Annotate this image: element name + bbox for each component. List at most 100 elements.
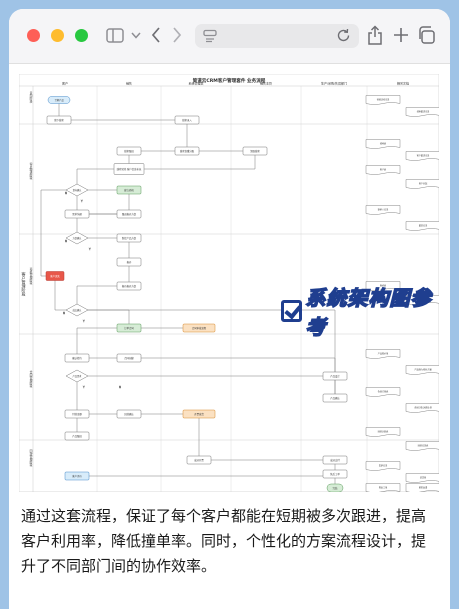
reload-button[interactable] <box>336 28 351 47</box>
document-label: 发票记录 <box>379 464 387 468</box>
edge-label-no: N <box>63 311 65 315</box>
lane-header: 客户 <box>62 81 68 86</box>
plus-icon <box>394 28 408 42</box>
section-label: 意向阶段 <box>29 91 33 103</box>
address-bar[interactable] <box>195 24 359 48</box>
flowchart-svg: 简道云CRM客户管理套件 业务流程 客户销售系统管理员销售主管生产/采购/售后部… <box>18 73 441 493</box>
flow-node-label: 成功交付 <box>330 458 340 462</box>
document-label: 产品报价/报价方案 <box>414 368 432 372</box>
flow-node-product-plan: 制定产品方案 <box>116 233 142 243</box>
chevron-right-icon <box>173 27 182 43</box>
flow-node-label: 开票发货 <box>194 412 204 416</box>
tab-overview-button[interactable] <box>416 23 436 47</box>
document-item: 营销活动记录 <box>365 95 401 105</box>
document-label: 线索表 <box>380 142 386 146</box>
flow-node-lead-receive: 领取线索 <box>242 146 268 156</box>
tabs-icon <box>419 26 435 44</box>
section-label: 商机管理阶段 <box>29 267 33 285</box>
flow-node-product-demand: 产品需求 <box>65 369 89 383</box>
flow-node-lead-entry: 线索录入 <box>174 115 200 125</box>
flow-node-need-confirm: 需求沟通 <box>64 209 90 219</box>
flow-node-contract-approve: 合同审批流程 <box>182 323 216 333</box>
back-button[interactable] <box>148 23 164 47</box>
document-label: 客户跟进记录 <box>417 154 429 158</box>
lane-header: 系统管理员 <box>188 81 203 86</box>
flow-node-payment-notice: 付款金额 <box>64 409 90 419</box>
document-label: 客户分配 <box>419 182 427 186</box>
flow-node-label: 线索跟进 <box>124 149 134 153</box>
flow-node-label: 建立商机 <box>124 188 134 192</box>
flow-node-label: 成功开票 <box>194 458 204 462</box>
edge-label-yes: Y <box>83 385 85 389</box>
flow-node-label: 客户流失 <box>50 274 60 278</box>
document-label: 回款记录表 <box>418 444 428 448</box>
post-caption: 通过这套流程，保证了每个客户都能在短期被多次跟进，提高客户利用率，降低撞单率。同… <box>21 507 427 575</box>
close-window-button[interactable] <box>27 29 40 42</box>
document-label: 售后工单 <box>379 486 387 490</box>
flow-node-label: 线索查重分配 <box>180 149 195 153</box>
document-item: 客户跟进记录 <box>405 151 441 161</box>
minimize-window-button[interactable] <box>51 29 64 42</box>
flow-connector <box>76 285 129 310</box>
chevron-down-icon <box>131 32 141 39</box>
document-label: 客户表 <box>380 168 386 172</box>
flow-node-label: 报价 <box>127 260 132 264</box>
document-item: 联系人记录 <box>365 205 401 215</box>
document-label: 竞争对手 <box>419 298 427 302</box>
document-item: 合同订单-回款计划 <box>405 403 441 413</box>
tab-dropdown-button[interactable] <box>130 23 142 47</box>
browser-window: 简道云CRM客户管理套件 业务流程 客户销售系统管理员销售主管生产/采购/售后部… <box>9 9 450 609</box>
share-icon <box>368 25 382 45</box>
flow-node-label: 需求沟通 <box>72 212 82 216</box>
new-tab-button[interactable] <box>392 23 410 47</box>
flow-node-label: 产品设计 <box>330 374 340 378</box>
document-item: 服务反馈 <box>405 483 441 493</box>
flow-node-leave-info: 留下线索 <box>46 115 72 125</box>
lane-header: 相关文档 <box>397 81 409 86</box>
flow-node-deal-confirm: 成交确认 <box>65 303 89 317</box>
flow-node-intent-confirm: 意向确认 <box>65 183 89 197</box>
document-label: 联系人记录 <box>378 208 388 212</box>
sidebar-toggle-button[interactable] <box>104 23 126 47</box>
zoom-window-button[interactable] <box>75 29 88 42</box>
document-label: 营销活动记录 <box>377 98 389 102</box>
flow-node-label: 领取线索 <box>250 149 260 153</box>
section-label: 客户跟进阶段 <box>29 162 33 180</box>
edge-label-yes: Y <box>81 199 83 203</box>
edge-label-no: N <box>65 191 67 195</box>
edge-label-yes: Y <box>89 247 91 251</box>
flow-node-label: 意向确认 <box>73 188 83 192</box>
diagram-title: 简道云CRM客户管理套件 业务流程 <box>193 77 266 84</box>
flow-node-label: 回款确认 <box>124 412 134 416</box>
document-label: 合同订单表 <box>378 390 388 394</box>
flow-node-label: 客户评价 <box>72 474 82 478</box>
flow-node-opportunity-plan: 跟进报价方案 <box>116 209 142 219</box>
flow-node-final-review: 成功交付 <box>322 455 348 465</box>
edge-label-yes: Y <box>83 319 85 323</box>
reload-icon <box>337 28 350 42</box>
phase-label: 客户管理阶段 <box>22 271 27 297</box>
flow-node-confirm-sign: 确认签约 <box>64 353 90 363</box>
share-button[interactable] <box>365 23 385 47</box>
document-item: 产品报价/报价方案 <box>405 365 441 375</box>
forward-button[interactable] <box>169 23 185 47</box>
flow-node-label: 产品确认 <box>330 396 340 400</box>
flow-node-product-design: 产品设计 <box>322 371 348 381</box>
document-item: 回款记录表 <box>405 441 441 451</box>
edge-label-no: N <box>65 239 67 243</box>
flow-node-lost: 客户流失 <box>45 271 65 281</box>
flow-connector <box>85 309 336 376</box>
document-item: 售后工单 <box>365 483 401 493</box>
flow-connector <box>76 327 129 358</box>
flow-node-contract-sign: 订单合同 <box>116 323 142 333</box>
watermark: 系统架构图参考 <box>281 282 439 340</box>
flow-node-product-trace: 产品跟进 <box>64 431 90 441</box>
flow-node-label: 产品需求 <box>73 374 83 378</box>
flow-node-payment-confirm: 回款确认 <box>116 409 142 419</box>
flowchart-image: 简道云CRM客户管理套件 业务流程 客户销售系统管理员销售主管生产/采购/售后部… <box>18 73 441 493</box>
flow-node-label: 售后工单 <box>330 472 340 476</box>
flow-node-label: 产品跟进 <box>72 434 82 438</box>
flow-node-label: 了解产品 <box>54 98 64 102</box>
flow-node-convert: 线索转化 客户信息补充 <box>113 163 145 175</box>
browser-toolbar <box>9 9 450 64</box>
